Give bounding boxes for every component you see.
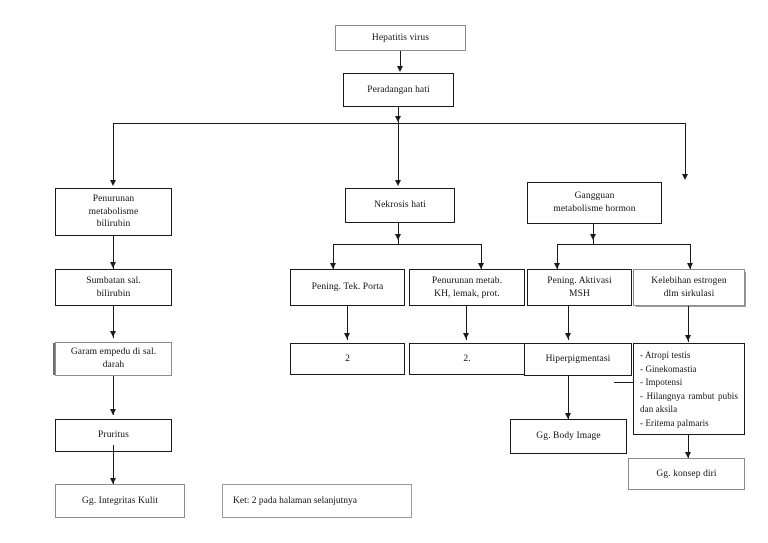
node-gg-body-image: Gg. Body Image — [510, 419, 627, 454]
connector-line — [688, 435, 689, 459]
node-peradangan-hati: Peradangan hati — [343, 73, 454, 107]
connector-arrow — [109, 409, 116, 415]
node-pening-aktivasi-msh: Pening. Aktivasi MSH — [527, 269, 632, 306]
connector-arrow — [109, 262, 116, 268]
connector-arrow — [564, 333, 571, 339]
node-gg-integritas-kulit: Gg. Integritas Kulit — [55, 484, 185, 518]
node-label: Pening. Aktivasi MSH — [547, 275, 612, 299]
connector-line — [398, 123, 399, 181]
legend-note-label: Ket: 2 pada halaman selanjutnya — [233, 496, 357, 506]
connector-arrow — [477, 263, 484, 269]
connector-line — [113, 123, 114, 181]
node-hiperpigmentasi: Hiperpigmentasi — [524, 343, 632, 376]
node-label: Peradangan hati — [367, 84, 430, 95]
node-nekrosis-hati: Nekrosis hati — [345, 188, 455, 223]
node-label: Sumbatan sal. bilirubin — [86, 275, 141, 299]
connector-line — [113, 123, 685, 124]
node-penurunan-metab-kh: Penurunan metab. KH, lemak, prot. — [409, 269, 525, 306]
connector-line — [333, 244, 482, 245]
connector-arrow — [329, 263, 336, 269]
node-garam-empedu: Garam empedu di sal. darah — [55, 342, 172, 376]
node-label: Penurunan metabolisme bilirubin — [88, 193, 139, 230]
node-ref-two-left: 2 — [290, 343, 405, 375]
node-label: Pening. Tek. Porta — [311, 282, 384, 293]
node-gangguan-metabolisme-hormon: Gangguan metabolisme hormon — [527, 182, 662, 224]
connector-line — [614, 382, 634, 383]
connector-arrow — [109, 180, 116, 186]
connector-arrow — [394, 234, 401, 240]
connector-line — [557, 244, 690, 245]
node-estrogen-effects-list: - Atropi testis - Ginekomastia - Impoten… — [633, 343, 745, 435]
connector-line — [557, 244, 558, 269]
node-label: Gg. Body Image — [536, 431, 601, 442]
connector-arrow — [684, 452, 691, 458]
connector-line — [113, 306, 114, 338]
connector-line — [398, 107, 399, 123]
connector-line — [690, 244, 691, 269]
connector-arrow — [686, 263, 693, 269]
connector-arrow — [394, 180, 401, 186]
connector-arrow — [462, 333, 469, 339]
node-label: Pruritus — [98, 430, 129, 441]
node-label: Gangguan metabolisme hormon — [553, 191, 636, 214]
node-sumbatan-sal-bilirubin: Sumbatan sal. bilirubin — [55, 269, 172, 306]
node-label: Penurunan metab. KH, lemak, prot. — [431, 275, 503, 299]
node-pening-tek-porta: Pening. Tek. Porta — [290, 269, 405, 306]
node-label: Kelebihan estrogen dlm sirkulasi — [651, 275, 727, 299]
connector-arrow — [109, 478, 116, 484]
node-hepatitis-virus: Hepatitis virus — [335, 25, 466, 51]
legend-note: Ket: 2 pada halaman selanjutnya — [222, 484, 412, 518]
connector-line — [113, 445, 114, 484]
connector-line — [568, 376, 569, 419]
node-kelebihan-estrogen: Kelebihan estrogen dlm sirkulasi — [633, 269, 745, 306]
node-ref-two-right: 2. — [409, 343, 525, 375]
node-label: 2. — [463, 353, 471, 364]
connector-line — [398, 223, 399, 244]
node-label: Nekrosis hati — [374, 200, 426, 211]
node-penurunan-metabolisme-bilirubin: Penurunan metabolisme bilirubin — [55, 188, 172, 236]
connector-arrow — [109, 331, 116, 337]
connector-arrow — [684, 335, 691, 341]
node-label: Hiperpigmentasi — [545, 354, 611, 365]
connector-line — [113, 236, 114, 269]
node-label: Hepatitis virus — [371, 32, 430, 43]
connector-line — [688, 306, 689, 342]
connector-arrow — [394, 116, 401, 122]
connector-line — [685, 123, 686, 175]
node-gg-konsep-diri: Gg. konsep diri — [628, 458, 745, 490]
connector-arrow — [564, 413, 571, 419]
connector-arrow — [589, 234, 596, 240]
node-label: Gg. Integritas Kulit — [81, 495, 159, 506]
connector-line — [400, 51, 401, 67]
connector-arrow — [553, 263, 560, 269]
node-label: 2 — [345, 353, 350, 364]
connector-line — [113, 376, 114, 415]
connector-arrow — [681, 174, 688, 180]
connector-line — [481, 244, 482, 269]
connector-line — [466, 306, 467, 340]
connector-arrow — [396, 66, 403, 72]
connector-line — [568, 306, 569, 340]
connector-line — [333, 244, 334, 269]
connector-arrow — [343, 333, 350, 339]
connector-line — [347, 306, 348, 340]
node-label: - Atropi testis - Ginekomastia - Impoten… — [640, 350, 738, 428]
node-label: Garam empedu di sal. darah — [70, 347, 157, 370]
node-label: Gg. konsep diri — [656, 468, 717, 479]
